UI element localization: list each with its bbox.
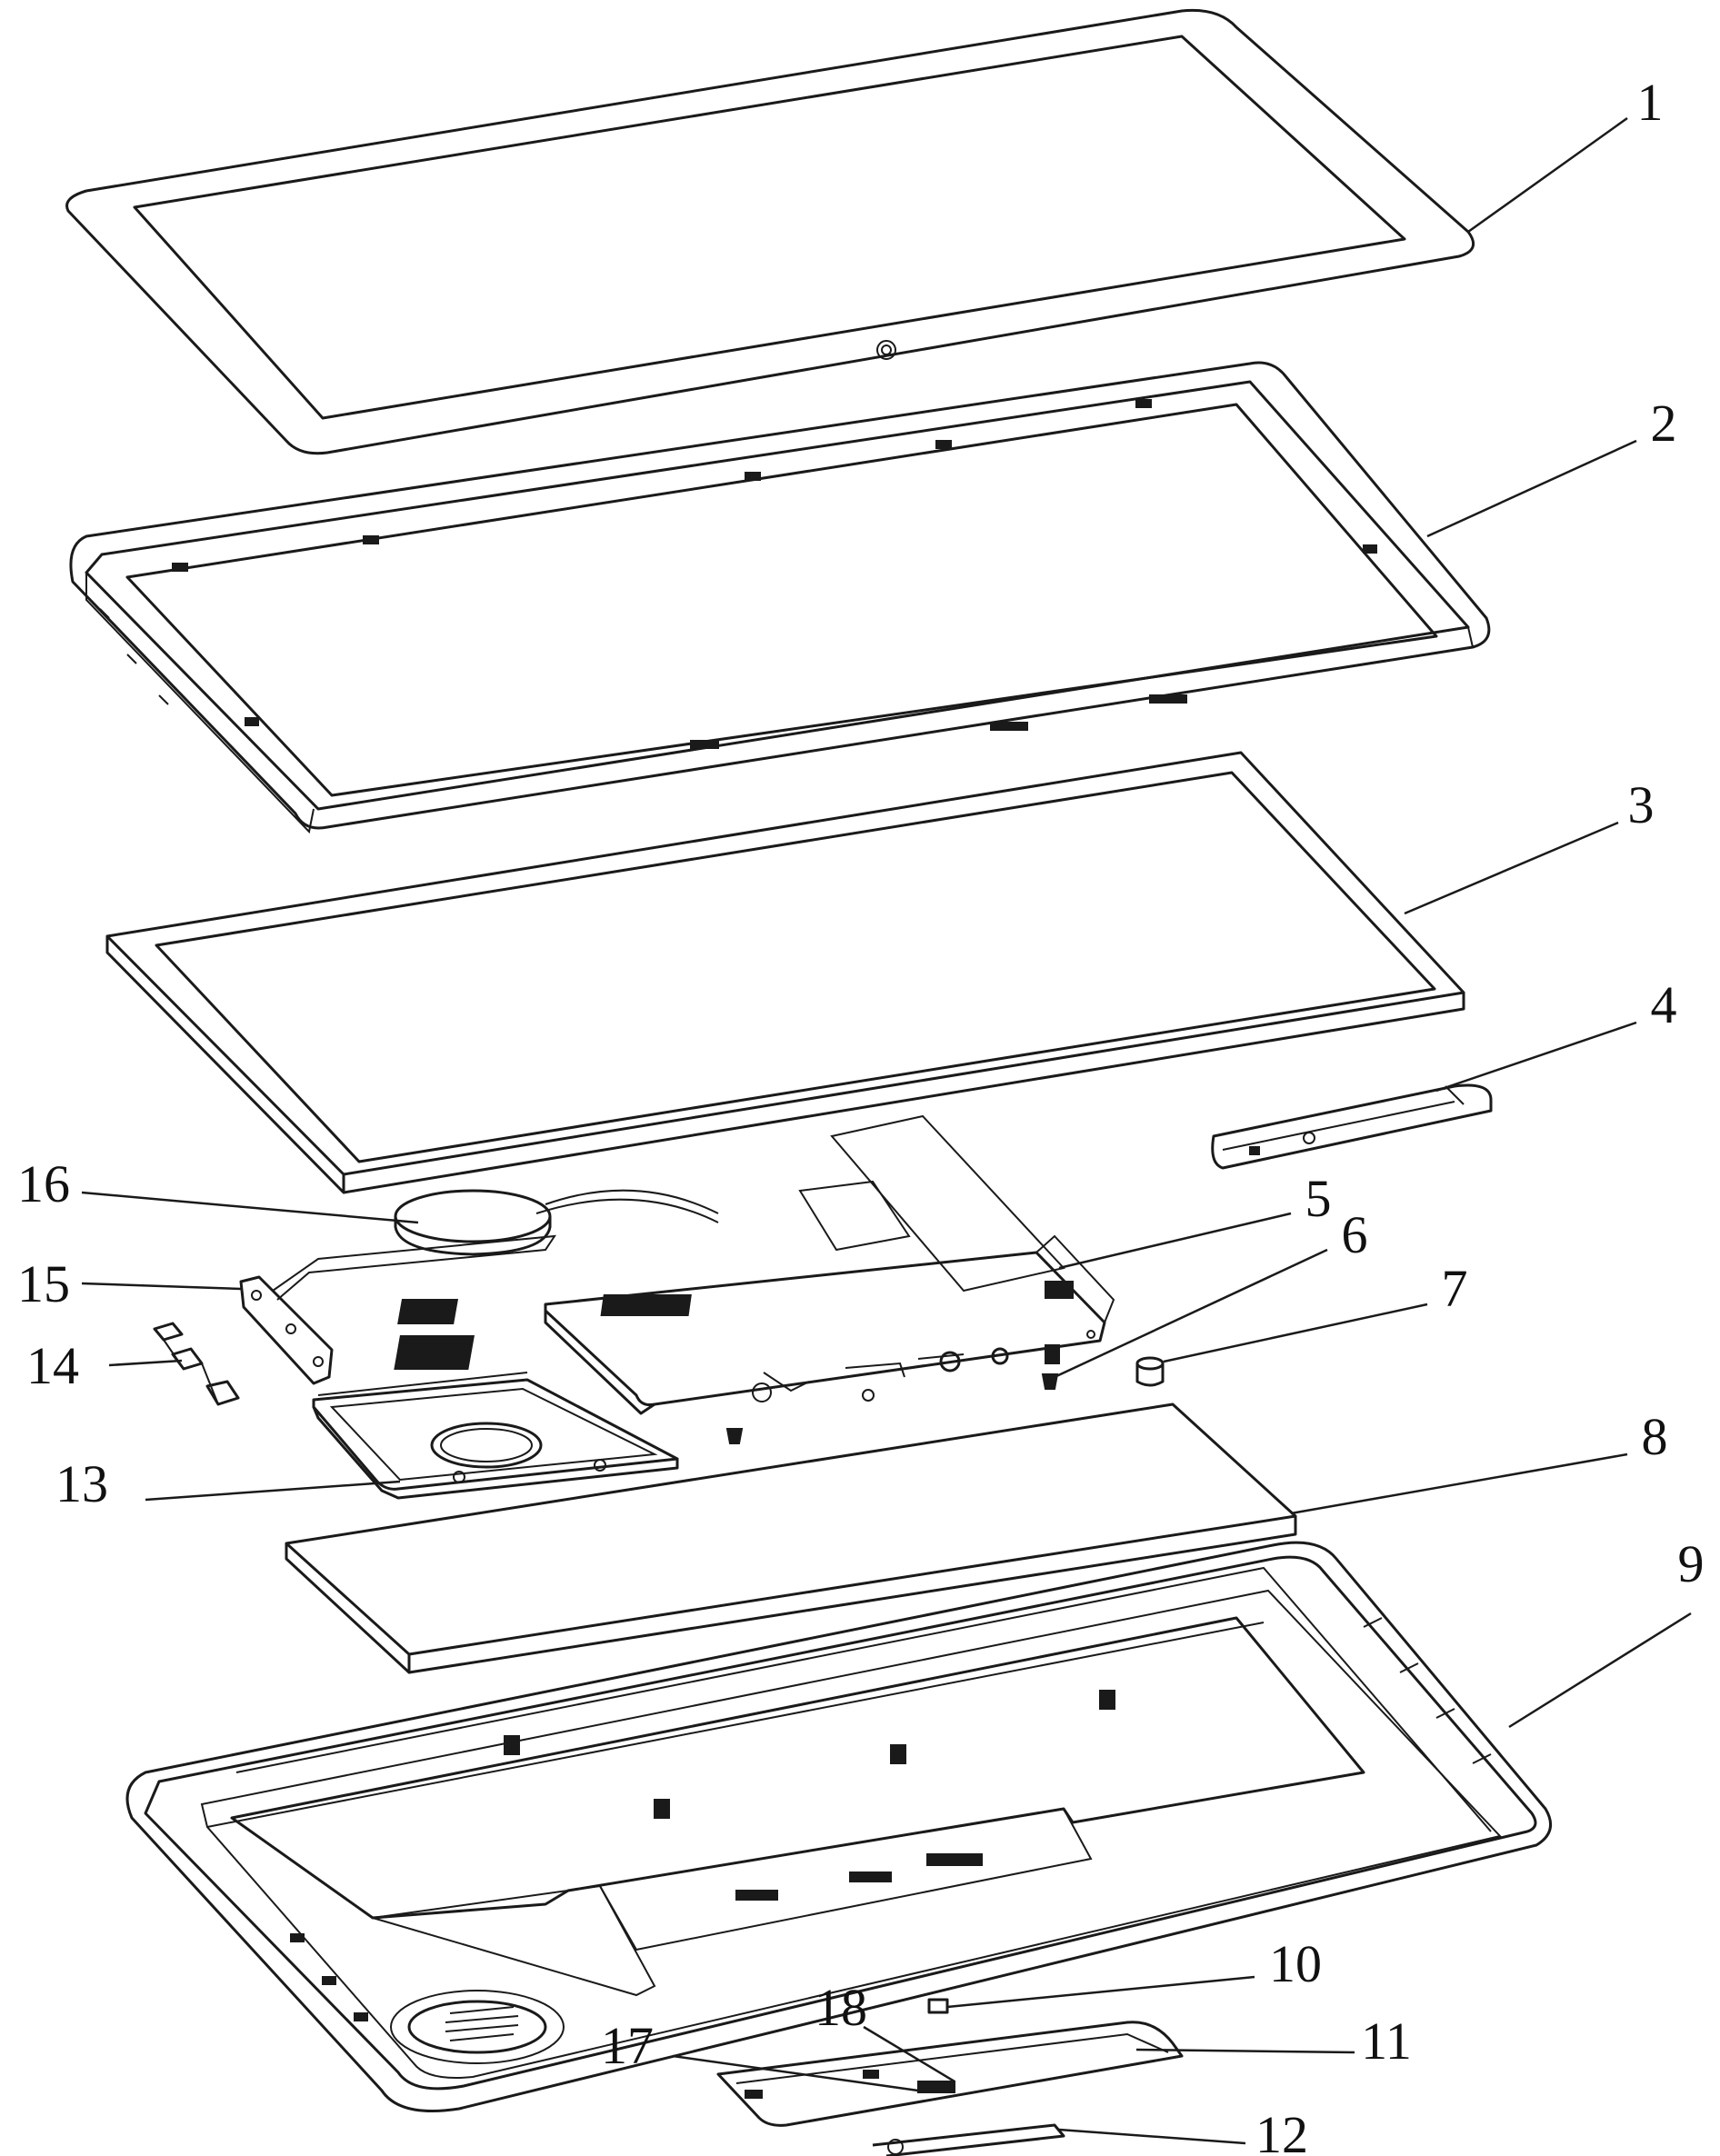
label-4: 4 [1651, 975, 1677, 1034]
label-12: 12 [1255, 2105, 1308, 2156]
leader-13 [145, 1480, 401, 1502]
label-5: 5 [1305, 1169, 1332, 1228]
part-labels: 1 2 3 4 5 6 7 8 9 10 11 12 13 14 15 16 1… [17, 73, 1705, 2156]
part-7-cylinder [1135, 1356, 1165, 1387]
part-15-bracket [239, 1234, 556, 1385]
label-17: 17 [601, 2016, 654, 2075]
leader-4 [1435, 1021, 1637, 1093]
part-13-speaker-box [312, 1372, 679, 1500]
leader-11 [1135, 2048, 1355, 2054]
part-1-front-panel [65, 8, 1475, 455]
label-11: 11 [1361, 2011, 1412, 2071]
part-9-rear-housing [125, 1541, 1553, 2112]
label-13: 13 [55, 1454, 108, 1513]
leader-5 [1058, 1212, 1292, 1270]
part-14-side-buttons [153, 1322, 240, 1406]
part-10-small-component [927, 1998, 949, 2014]
part-16-round-component [394, 1189, 719, 1256]
label-8: 8 [1642, 1407, 1668, 1466]
label-15: 15 [17, 1254, 70, 1313]
leader-3 [1404, 821, 1619, 915]
label-2: 2 [1651, 394, 1677, 453]
part-5-main-board [394, 1114, 1115, 1415]
label-6: 6 [1342, 1205, 1368, 1264]
leader-10 [946, 1975, 1255, 2009]
leader-17 [672, 2054, 919, 2092]
leader-1 [1467, 116, 1628, 234]
leader-2 [1426, 439, 1637, 538]
leader-16 [81, 1191, 419, 1224]
part-2-middle-frame [69, 361, 1491, 834]
label-9: 9 [1678, 1534, 1705, 1593]
leader-18 [863, 2025, 955, 2083]
label-7: 7 [1442, 1259, 1468, 1318]
part-8-battery [285, 1402, 1297, 1674]
label-3: 3 [1628, 775, 1655, 834]
part-3-display-module [105, 751, 1465, 1194]
part-11-bottom-cover [716, 2021, 1184, 2127]
screw-extra [725, 1428, 744, 1444]
leader-8 [1290, 1452, 1628, 1515]
label-1: 1 [1637, 73, 1664, 132]
leader-7 [1163, 1303, 1428, 1363]
leader-14 [108, 1359, 183, 1367]
label-10: 10 [1269, 1934, 1322, 1993]
leader-lines [81, 116, 1692, 2145]
part-12-plate [872, 2123, 1065, 2156]
part-4-end-cap [1211, 1083, 1493, 1170]
leader-6 [1054, 1248, 1328, 1379]
leader-15 [81, 1282, 242, 1291]
label-16: 16 [17, 1154, 70, 1213]
label-14: 14 [26, 1336, 79, 1395]
leader-9 [1508, 1612, 1692, 1729]
leader-12 [1058, 2128, 1246, 2145]
label-18: 18 [815, 1978, 867, 2037]
part-6-screw [1041, 1373, 1059, 1390]
